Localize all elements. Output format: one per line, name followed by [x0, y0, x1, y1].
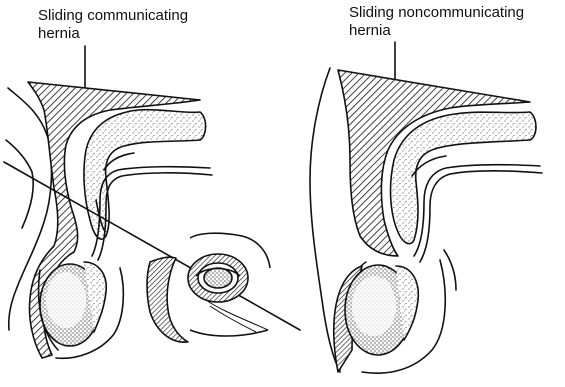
right-bowel-loop — [391, 112, 536, 244]
right-hernia-sac — [338, 70, 530, 256]
left-skin-contour — [6, 140, 33, 228]
cross-section-skin — [147, 257, 188, 342]
right-figure — [310, 42, 542, 373]
cross-section-base — [190, 330, 268, 336]
right-spermatic-cord — [414, 165, 540, 256]
cord-cross-section — [147, 233, 270, 342]
left-bowel-loop — [84, 110, 206, 240]
